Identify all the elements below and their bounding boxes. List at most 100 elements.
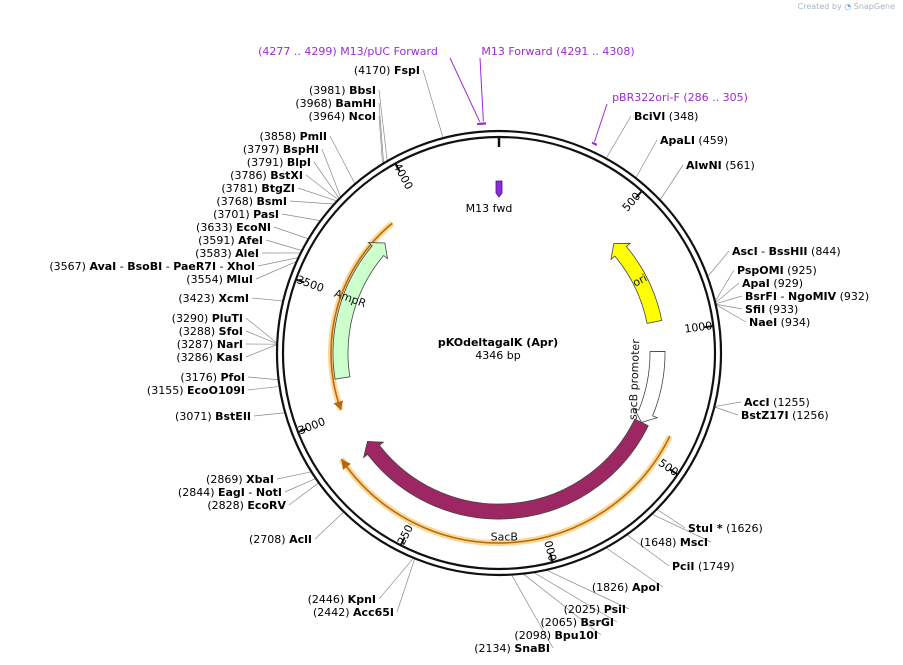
site-leader — [715, 295, 743, 305]
site-leader — [284, 478, 317, 493]
site-label-sfoi[interactable]: (3288) SfoI — [179, 325, 243, 338]
site-position: (3554) — [186, 273, 226, 286]
site-name: BlpI — [287, 156, 311, 169]
site-label-apai[interactable]: ApaI (929) — [742, 277, 803, 290]
tick-mark — [669, 468, 679, 476]
site-name: BstXI — [270, 169, 303, 182]
site-label-mlui[interactable]: (3554) MluI — [186, 273, 253, 286]
site-name: PmlI — [300, 130, 327, 143]
site-position: (561) — [722, 159, 755, 172]
site-position: (3290) — [172, 312, 212, 325]
plasmid-name: pKOdeltagalK (Apr) — [438, 336, 558, 349]
site-position: (3591) — [198, 234, 238, 247]
site-label-bsrgi[interactable]: (2065) BsrGI — [540, 616, 614, 629]
site-leader — [626, 534, 670, 567]
site-label-pluti[interactable]: (3290) PluTI — [172, 312, 243, 325]
site-position: (3288) — [179, 325, 219, 338]
site-name: AccI — [744, 396, 770, 409]
primer-leader — [449, 57, 481, 123]
orf-arrowhead — [341, 459, 351, 470]
site-label-econi[interactable]: (3633) EcoNI — [196, 221, 271, 234]
site-name: SnaBI — [514, 642, 550, 655]
site-leader — [396, 558, 416, 613]
site-label-snabi[interactable]: (2134) SnaBI — [474, 642, 550, 655]
site-label-eagi-noti[interactable]: (2844) EagI - NotI — [178, 486, 282, 499]
site-label-afei[interactable]: (3591) AfeI — [198, 234, 263, 247]
site-leader — [714, 269, 735, 302]
site-leader — [245, 317, 278, 344]
primer-leader — [479, 57, 484, 122]
site-position: (2065) — [540, 616, 580, 629]
site-label-xcmi[interactable]: (3423) XcmI — [178, 292, 249, 305]
orf-arrowhead — [333, 400, 344, 411]
site-name: BsrGI — [581, 616, 614, 629]
site-name: BsrFI — [745, 290, 777, 303]
site-label-apali[interactable]: ApaLI (459) — [660, 134, 728, 147]
site-label-pspomi[interactable]: PspOMI (925) — [737, 264, 817, 277]
site-label-bbsi[interactable]: (3981) BbsI — [309, 84, 376, 97]
site-label-asci-bsshii[interactable]: AscI - BssHII (844) — [732, 245, 841, 258]
site-name: AscI — [732, 245, 758, 258]
feature-ori[interactable] — [610, 242, 663, 324]
orf-line — [340, 435, 671, 544]
site-label-nari[interactable]: (3287) NarI — [177, 338, 243, 351]
feature-ampr[interactable] — [332, 242, 389, 380]
site-leader — [605, 547, 664, 588]
site-label-pcii[interactable]: PciI (1749) — [672, 560, 735, 573]
site-position: (3786) — [230, 169, 270, 182]
site-label-kpni[interactable]: (2446) KpnI — [308, 593, 376, 606]
site-label-pasi[interactable]: (3701) PasI — [213, 208, 279, 221]
site-label-kasi[interactable]: (3286) KasI — [176, 351, 243, 364]
site-label-ecorv[interactable]: (2828) EcoRV — [207, 499, 286, 512]
site-leader — [245, 344, 278, 358]
site-label-blpi[interactable]: (3791) BlpI — [247, 156, 311, 169]
site-name: NotI — [256, 486, 282, 499]
site-label-msci[interactable]: (1648) MscI — [640, 536, 708, 549]
site-name: EcoO109I — [187, 384, 245, 397]
primer-range: pBR322ori-F (286 .. 305) — [612, 91, 748, 104]
site-label-pfoi[interactable]: (3176) PfoI — [180, 371, 245, 384]
site-label-xbai[interactable]: (2869) XbaI — [206, 473, 274, 486]
site-label-bsrfi-ngomiv[interactable]: BsrFI - NgoMIV (932) — [745, 290, 869, 303]
site-label-fspi[interactable]: (4170) FspI — [354, 64, 420, 77]
site-name: BspHI — [283, 143, 319, 156]
site-name: BsmI — [257, 195, 288, 208]
site-label-bstz17i[interactable]: BstZ17I (1256) — [741, 409, 829, 422]
site-label-alei[interactable]: (3583) AleI — [195, 247, 259, 260]
site-label-acci[interactable]: AccI (1255) — [744, 396, 810, 409]
site-name: PluTI — [212, 312, 243, 325]
site-leader — [715, 303, 743, 310]
feature-label-ori: ori — [631, 271, 650, 289]
site-label-acli[interactable]: (2708) AclI — [249, 533, 312, 546]
site-leader — [714, 406, 739, 416]
site-label-bstxi[interactable]: (3786) BstXI — [230, 169, 303, 182]
site-label-ecoo109i[interactable]: (3155) EcoO109I — [147, 384, 245, 397]
site-label-acc65i[interactable]: (2442) Acc65I — [313, 606, 394, 619]
site-position: (2098) — [514, 629, 554, 642]
site-label-apoi[interactable]: (1826) ApoI — [592, 581, 660, 594]
site-label-sfii[interactable]: SfiI (933) — [745, 303, 798, 316]
site-label-bsmi[interactable]: (3768) BsmI — [216, 195, 287, 208]
site-label-avai-bsobi-paer7i-xhoi[interactable]: (3567) AvaI - BsoBI - PaeR7I - XhoI — [49, 260, 255, 273]
primer-mark[interactable] — [591, 141, 598, 146]
site-name: AclI — [289, 533, 312, 546]
site-label-bcivi[interactable]: BciVI (348) — [634, 110, 698, 123]
site-label-bsteii[interactable]: (3071) BstEII — [175, 410, 251, 423]
site-label-psii[interactable]: (2025) PsiI — [564, 603, 626, 616]
site-position: (2025) — [564, 603, 604, 616]
site-name: NarI — [217, 338, 243, 351]
site-label-btgzi[interactable]: (3781) BtgZI — [221, 182, 295, 195]
feature-sacb[interactable] — [362, 418, 649, 520]
feature-m13-fwd[interactable] — [495, 180, 503, 198]
site-leader — [297, 187, 338, 202]
site-label-ncoi[interactable]: (3964) NcoI — [309, 110, 376, 123]
site-label-pmli[interactable]: (3858) PmlI — [260, 130, 327, 143]
site-label-bsphi[interactable]: (3797) BspHI — [243, 143, 319, 156]
site-label-bamhi[interactable]: (3968) BamHI — [295, 97, 376, 110]
site-name: KpnI — [348, 593, 376, 606]
site-label-stui[interactable]: StuI * (1626) — [688, 522, 763, 535]
site-position: (934) — [777, 316, 810, 329]
site-label-bpu10i[interactable]: (2098) Bpu10I — [514, 629, 598, 642]
site-label-naei[interactable]: NaeI (934) — [749, 316, 810, 329]
site-label-alwni[interactable]: AlwNI (561) — [686, 159, 755, 172]
